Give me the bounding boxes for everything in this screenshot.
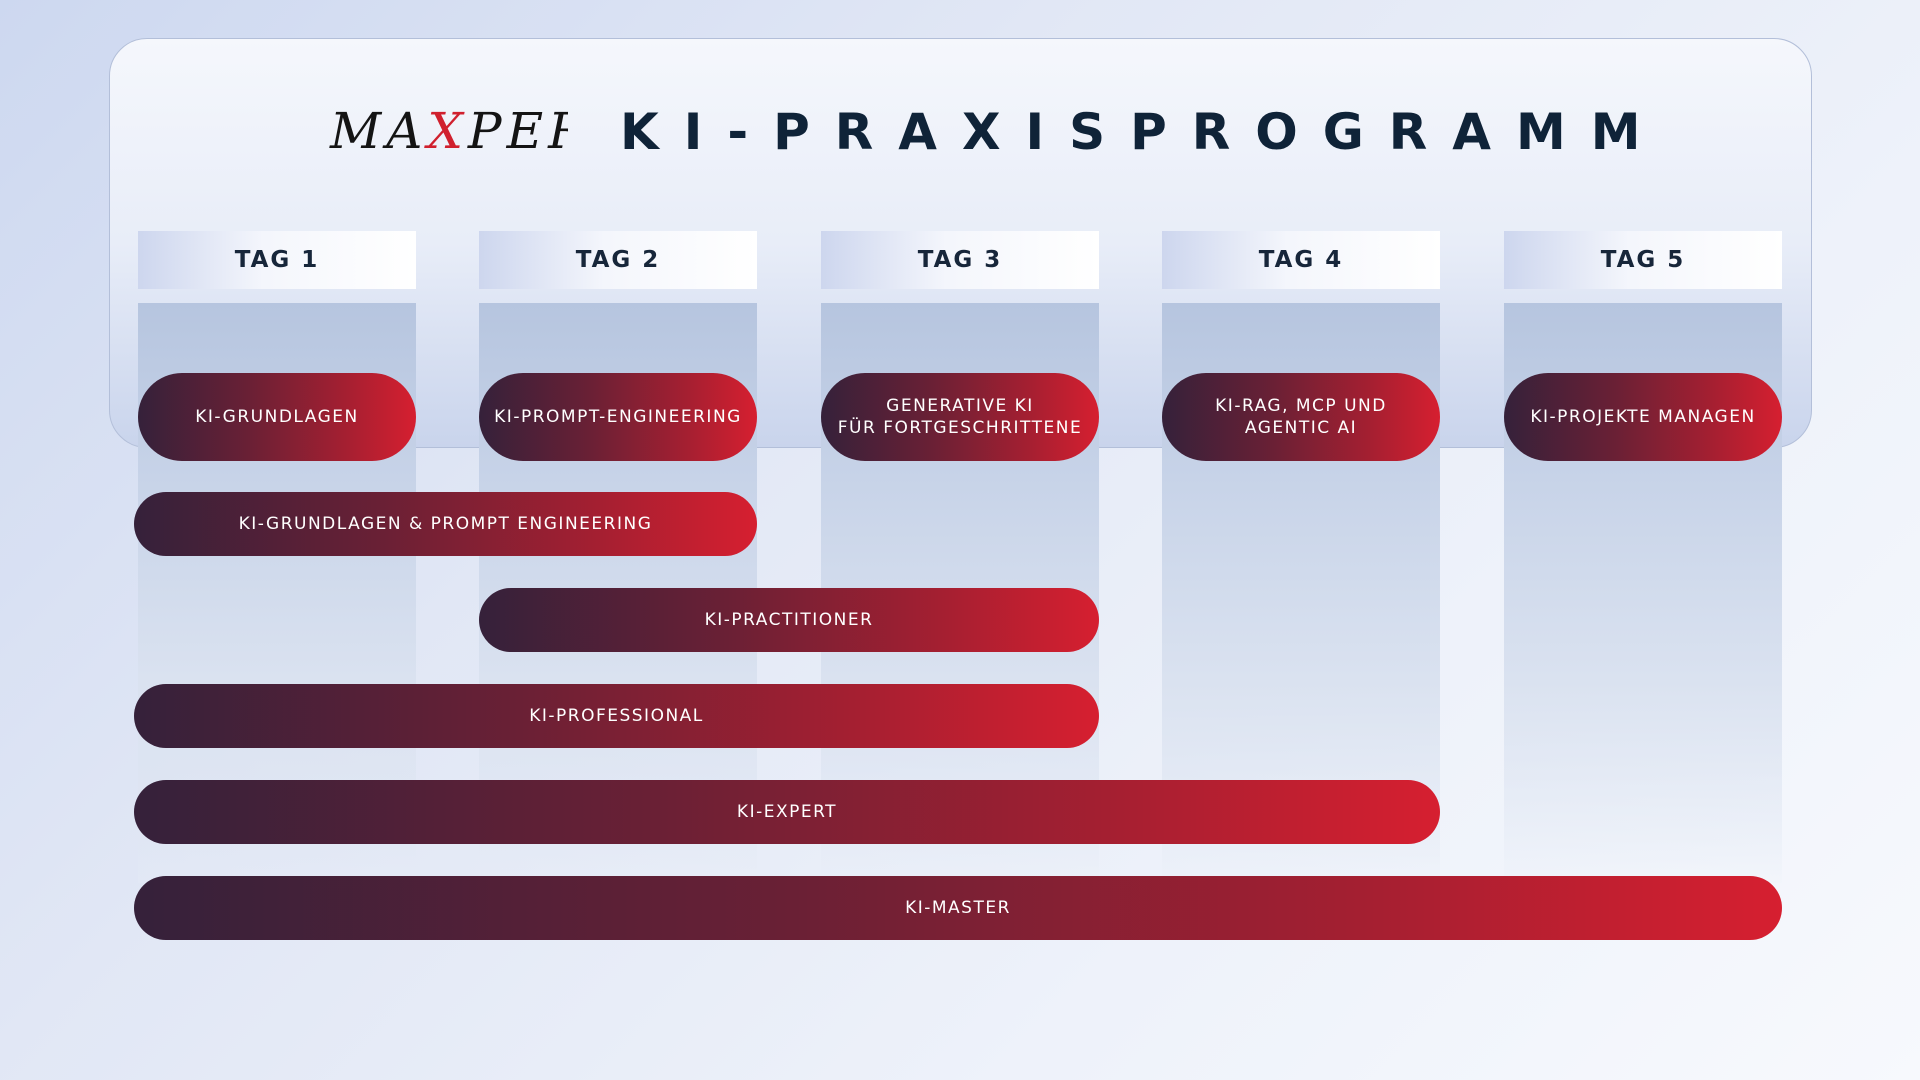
day-header-3: TAG 3 [821, 231, 1099, 289]
day-header-2: TAG 2 [479, 231, 757, 289]
module-pill-day-4[interactable]: KI-RAG, MCP UND AGENTIC AI [1162, 373, 1440, 461]
maxpert-logo: MAXPERT [329, 102, 568, 160]
logo-text-pert: PERT [467, 102, 568, 160]
svg-text:MAXPERT: MAXPERT [329, 102, 568, 160]
module-pill-day-5[interactable]: KI-PROJEKTE MANAGEN [1504, 373, 1782, 461]
day-header-5: TAG 5 [1504, 231, 1782, 289]
track-pill-5[interactable]: KI-MASTER [134, 876, 1782, 940]
module-pill-day-2[interactable]: KI-PROMPT-ENGINEERING [479, 373, 757, 461]
track-pill-3[interactable]: KI-PROFESSIONAL [134, 684, 1099, 748]
logo-text-ma: MA [329, 102, 427, 160]
track-pill-2[interactable]: KI-PRACTITIONER [479, 588, 1099, 652]
logo-text-x: X [423, 102, 468, 160]
module-pill-day-3[interactable]: GENERATIVE KI FÜR FORTGESCHRITTENE [821, 373, 1099, 461]
track-pill-1[interactable]: KI-GRUNDLAGEN & PROMPT ENGINEERING [134, 492, 757, 556]
day-header-4: TAG 4 [1162, 231, 1440, 289]
track-pill-4[interactable]: KI-EXPERT [134, 780, 1440, 844]
page-title: KI-PRAXISPROGRAMM [620, 103, 1666, 161]
module-pill-day-1[interactable]: KI-GRUNDLAGEN [138, 373, 416, 461]
day-header-1: TAG 1 [138, 231, 416, 289]
